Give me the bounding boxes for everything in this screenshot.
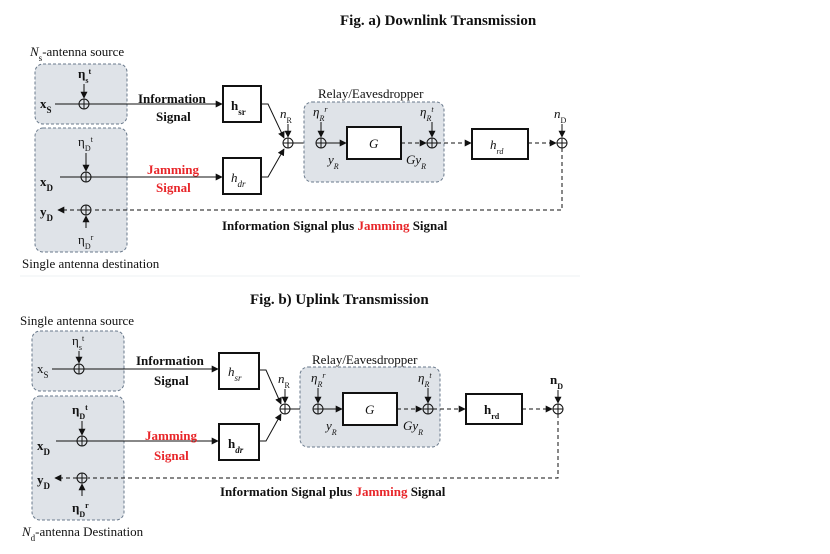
downlink-jam-label-1: Jamming [147, 162, 200, 177]
uplink-h-sr-box [218, 352, 260, 390]
downlink-g: G [369, 136, 379, 151]
uplink-eta-d-t: ηDt [72, 402, 88, 421]
uplink-g: G [365, 402, 375, 417]
downlink-h-dr-box [222, 157, 262, 195]
uplink-jam-label-1: Jamming [145, 428, 198, 443]
uplink-g-box [342, 392, 398, 426]
uplink-y-d: yD [37, 472, 51, 491]
uplink-h-rd: hrd [484, 402, 500, 421]
downlink-title: Fig. a) Downlink Transmission [340, 13, 537, 29]
downlink-eta-d-t: ηDt [78, 134, 94, 153]
uplink-h-dr: hdr [228, 436, 244, 455]
downlink-info-label-2: Signal [156, 109, 191, 124]
downlink-source-caption: Ns-antenna source [29, 44, 124, 63]
downlink-y-r: yR [326, 152, 339, 171]
uplink-jam-label-2: Signal [154, 448, 189, 463]
downlink-dest-caption: Single antenna destination [22, 256, 160, 271]
uplink-n-d: nD [550, 372, 563, 391]
downlink-y-d: yD [40, 204, 54, 223]
downlink-eta-r-r: ηRr [313, 104, 328, 123]
uplink-eta-r-r: ηRr [311, 370, 326, 389]
uplink-h-dr-box [218, 423, 260, 461]
uplink-info-label-2: Signal [154, 373, 189, 388]
downlink-h-rd-box [471, 128, 529, 160]
downlink-eta-r-t: ηRt [420, 104, 434, 123]
uplink-eta-d-r: ηDr [72, 500, 89, 519]
uplink-destination-box [31, 395, 125, 521]
uplink-title: Fig. b) Uplink Transmission [250, 292, 429, 308]
downlink-x-s: xS [40, 96, 52, 115]
uplink-y-r: yR [324, 418, 337, 437]
downlink-panel: Fig. a) Downlink Transmission Ns-antenna… [22, 13, 568, 271]
uplink-x-s: xS [37, 361, 49, 380]
downlink-gy-r: GyR [406, 152, 426, 171]
uplink-n-r: nR [278, 371, 291, 390]
uplink-bottom-caption: Information Signal plus Jamming Signal [220, 484, 446, 499]
downlink-jam-label-2: Signal [156, 180, 191, 195]
uplink-eta-s-t: ηst [72, 333, 85, 352]
uplink-x-d: xD [37, 438, 51, 457]
downlink-info-label-1: Information [138, 91, 207, 106]
uplink-relay-label: Relay/Eavesdropper [312, 352, 418, 367]
uplink-dest-caption: Nd-antenna Destination [21, 524, 144, 543]
downlink-x-d: xD [40, 174, 54, 193]
uplink-eta-r-t: ηRt [418, 370, 432, 389]
uplink-h-sr: hsr [228, 364, 242, 383]
downlink-h-dr: hdr [231, 170, 246, 189]
uplink-gy-r: GyR [403, 418, 423, 437]
downlink-eta-s-t: ηst [78, 66, 92, 85]
downlink-eta-d-r: ηDr [78, 232, 94, 251]
downlink-h-sr-box [222, 85, 262, 123]
downlink-h-rd: hrd [490, 137, 504, 156]
downlink-bottom-caption: Information Signal plus Jamming Signal [222, 218, 448, 233]
downlink-n-r: nR [280, 106, 293, 125]
uplink-info-label-1: Information [136, 353, 205, 368]
uplink-source-caption: Single antenna source [20, 313, 134, 328]
uplink-panel: Fig. b) Uplink Transmission Single anten… [20, 292, 564, 543]
downlink-h-sr: hsr [231, 98, 246, 117]
downlink-destination-box [34, 127, 128, 253]
downlink-n-d: nD [554, 106, 567, 125]
downlink-relay-label: Relay/Eavesdropper [318, 86, 424, 101]
